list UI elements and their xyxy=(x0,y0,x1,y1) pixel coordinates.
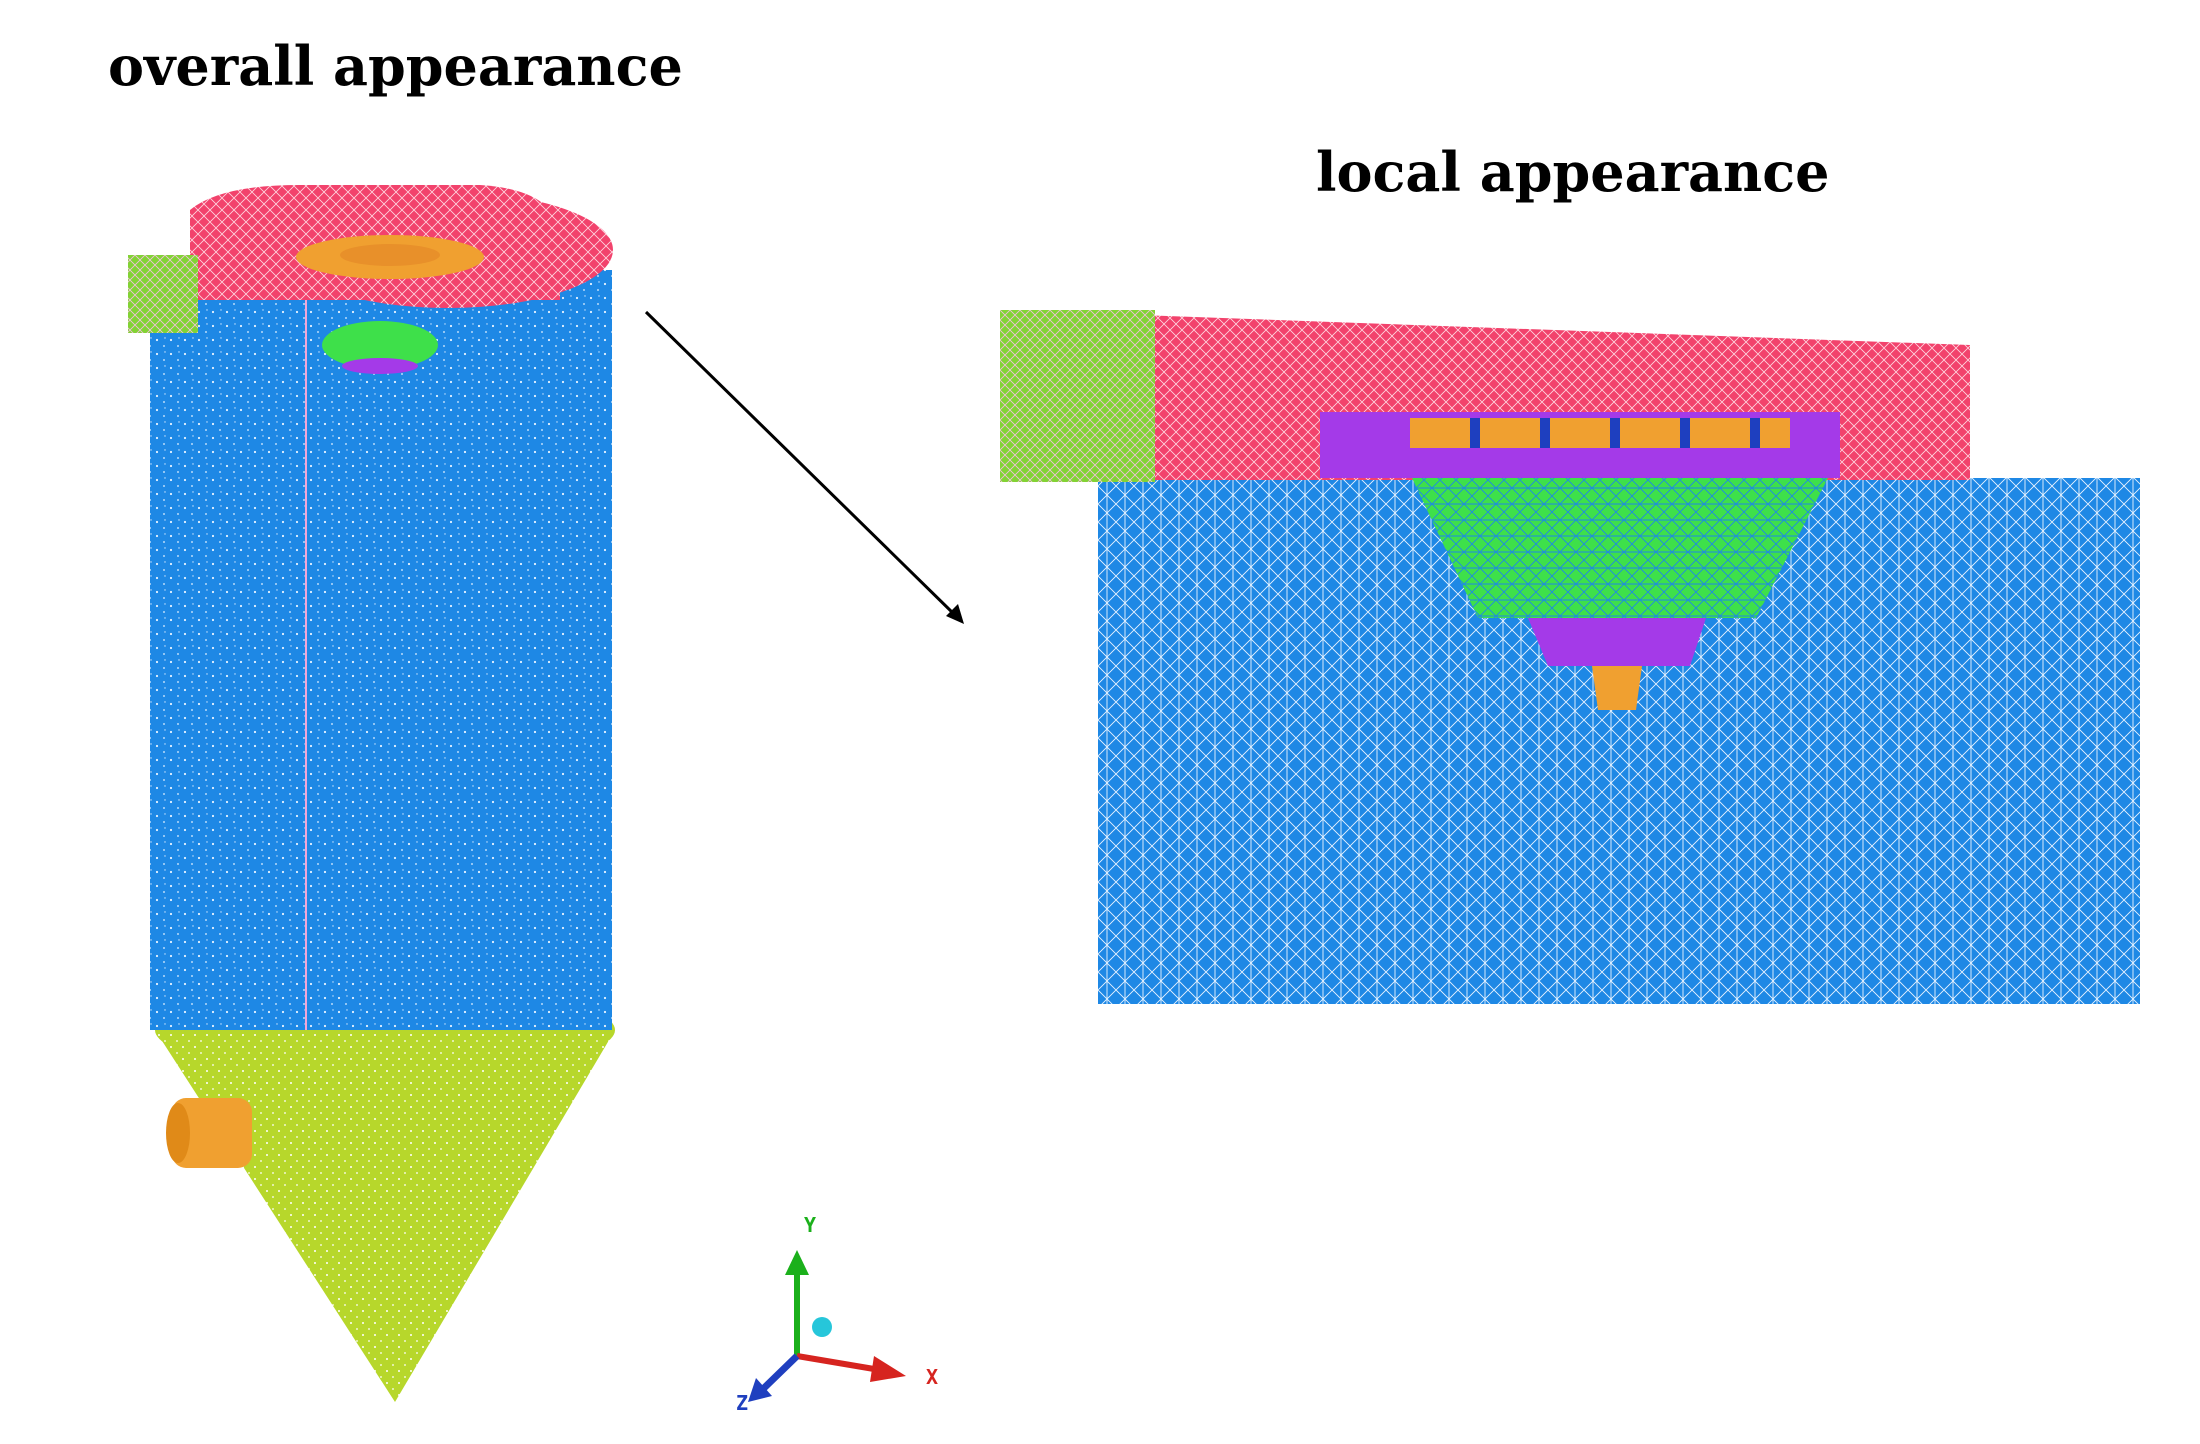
axis-triad: Y X Z xyxy=(736,1213,938,1415)
z-axis-arrow xyxy=(761,1353,800,1391)
overall-cyclone-model xyxy=(128,185,615,1402)
bottom-outlet-pipe xyxy=(172,1098,252,1168)
x-axis-arrow xyxy=(796,1353,881,1373)
bottom-outlet-opening xyxy=(166,1103,190,1163)
local-appearance-label: local appearance xyxy=(1316,140,1830,204)
cone-section xyxy=(155,1030,615,1402)
top-outlet-hole xyxy=(340,244,440,266)
z-axis-label: Z xyxy=(736,1391,748,1415)
cylinder-body xyxy=(150,270,612,1030)
vortex-finder-glimpse xyxy=(322,321,438,369)
x-axis-label: X xyxy=(926,1365,938,1389)
local-vortex-tip xyxy=(1592,666,1642,710)
local-vortex-bottom xyxy=(1528,618,1706,666)
local-outlet-slots xyxy=(1410,418,1790,448)
y-axis-label: Y xyxy=(804,1213,816,1237)
zoom-arrow xyxy=(644,310,964,624)
local-inlet xyxy=(1000,310,1155,482)
vortex-finder-bottom xyxy=(342,358,418,374)
local-vortex-finder xyxy=(1412,478,1828,618)
tangential-inlet xyxy=(128,255,198,333)
axis-origin-marker xyxy=(812,1317,832,1337)
overall-appearance-label: overall appearance xyxy=(108,34,683,98)
local-view-model xyxy=(1000,310,2140,1004)
